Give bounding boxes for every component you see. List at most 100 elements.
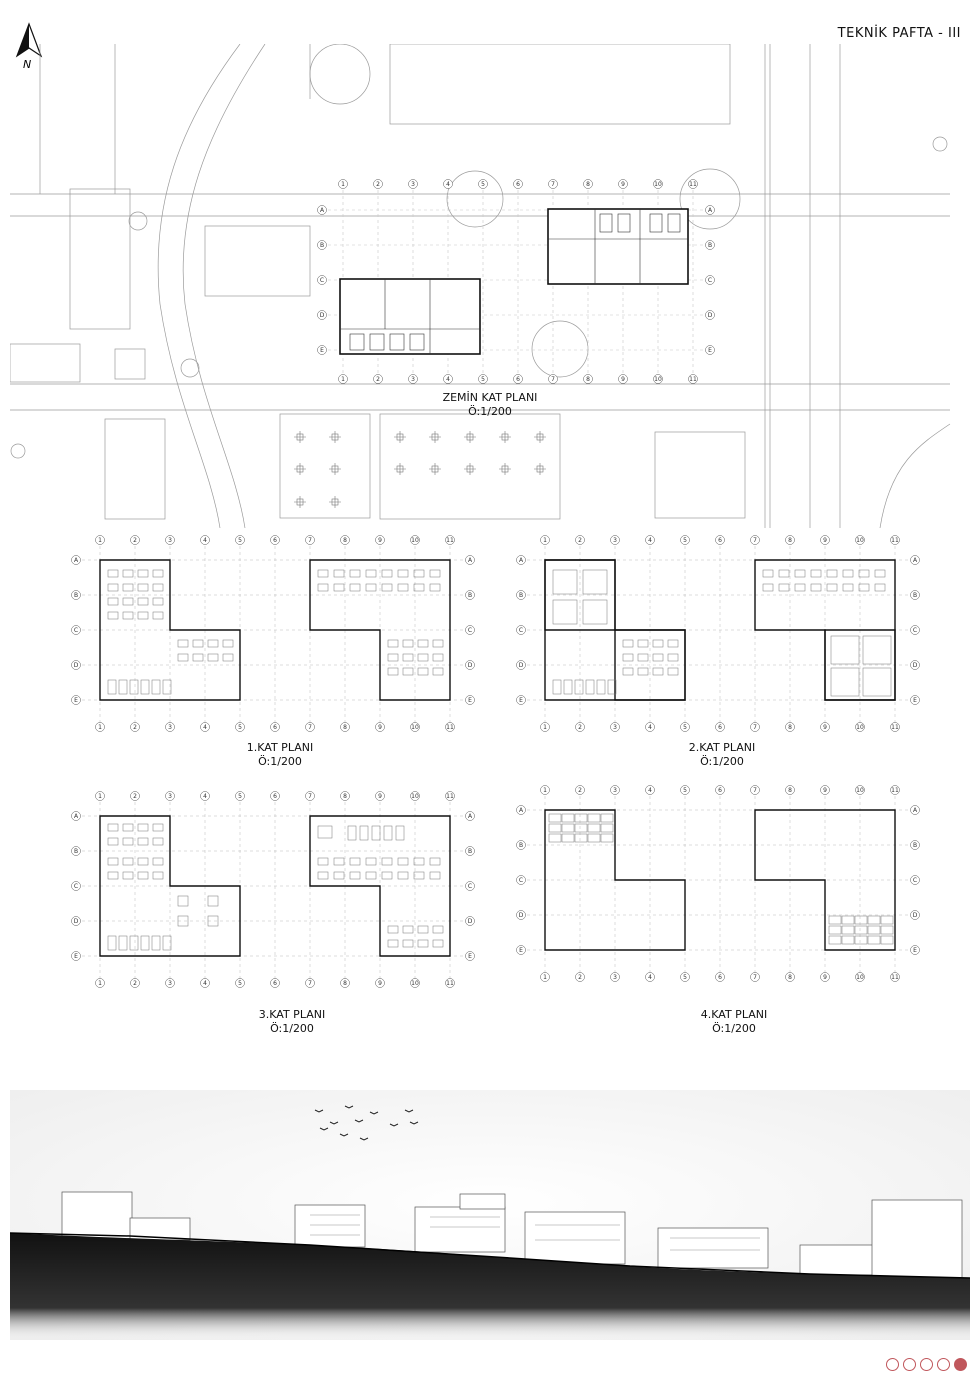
grid-label: D: [468, 918, 473, 925]
furniture: [317, 825, 333, 839]
furniture: [162, 679, 172, 695]
furniture: [118, 679, 128, 695]
grid-label: A: [519, 807, 524, 814]
grid-label: 9: [621, 376, 625, 383]
furniture: [587, 823, 601, 833]
grid-label: 2: [376, 376, 380, 383]
furniture: [637, 653, 649, 662]
grid-label: 10: [856, 537, 864, 544]
furniture: [622, 667, 634, 676]
furniture: [432, 925, 444, 934]
furniture: [402, 639, 414, 648]
furniture: [152, 837, 164, 846]
grid-label: 4: [648, 537, 652, 544]
furniture: [107, 679, 117, 695]
furniture: [552, 599, 578, 625]
furniture: [862, 667, 892, 697]
furniture: [862, 635, 892, 665]
grid-label: A: [74, 557, 79, 564]
grid-label: A: [519, 557, 524, 564]
furniture: [552, 679, 562, 695]
grid-label: A: [708, 207, 713, 214]
grid-label: 11: [891, 724, 899, 731]
furniture: [122, 583, 134, 592]
grid-label: 7: [308, 793, 312, 800]
furniture: [622, 653, 634, 662]
grid-label: 9: [621, 181, 625, 188]
furniture: [349, 583, 361, 592]
furniture: [152, 871, 164, 880]
site-section: [10, 1090, 970, 1340]
grid-label: 8: [343, 793, 347, 800]
grid-label: 2: [578, 724, 582, 731]
grid-label: E: [468, 953, 472, 960]
grid-label: 10: [654, 376, 662, 383]
furniture: [830, 635, 860, 665]
furniture: [107, 597, 119, 606]
furniture: [561, 813, 575, 823]
furniture: [810, 569, 822, 578]
furniture: [129, 935, 139, 951]
grid-label: 1: [543, 724, 547, 731]
furniture: [413, 871, 425, 880]
furniture: [854, 915, 868, 925]
grid-label: 3: [168, 793, 172, 800]
site-plan-title: ZEMİN KAT PLANI: [442, 391, 538, 404]
grid-label: 2: [133, 537, 137, 544]
grid-label: 10: [411, 724, 419, 731]
furniture: [107, 583, 119, 592]
furniture: [826, 569, 838, 578]
furniture: [129, 679, 139, 695]
grid-label: 5: [238, 980, 242, 987]
furniture: [333, 871, 345, 880]
grid-label: C: [708, 277, 712, 284]
plan-4-scale: Ö:1/200: [712, 1022, 756, 1035]
grid-label: 11: [446, 793, 454, 800]
grid-label: 10: [411, 980, 419, 987]
furniture: [574, 833, 588, 843]
grid-label: 6: [718, 537, 722, 544]
furniture: [874, 569, 886, 578]
grid-label: 4: [648, 787, 652, 794]
grid-label: B: [913, 592, 917, 599]
grid-label: B: [519, 592, 523, 599]
furniture: [387, 667, 399, 676]
furniture: [152, 857, 164, 866]
grid-label: 9: [378, 537, 382, 544]
grid-label: 6: [273, 724, 277, 731]
furniture: [107, 611, 119, 620]
grid-label: 2: [578, 537, 582, 544]
furniture: [107, 569, 119, 578]
grid-label: A: [320, 207, 325, 214]
furniture: [561, 833, 575, 843]
furniture: [137, 837, 149, 846]
grid-label: 8: [788, 787, 792, 794]
grid-label: C: [74, 883, 78, 890]
page-dot: [920, 1358, 933, 1371]
furniture: [317, 857, 329, 866]
grid-label: 11: [446, 980, 454, 987]
furniture: [413, 583, 425, 592]
grid-label: C: [74, 627, 78, 634]
furniture: [582, 569, 608, 595]
furniture: [152, 823, 164, 832]
furniture: [333, 583, 345, 592]
furniture: [561, 823, 575, 833]
grid-label: 10: [856, 724, 864, 731]
furniture: [177, 653, 189, 662]
grid-label: 8: [788, 974, 792, 981]
furniture: [151, 679, 161, 695]
furniture: [842, 583, 854, 592]
furniture: [387, 939, 399, 948]
grid-label: E: [74, 953, 78, 960]
furniture: [417, 939, 429, 948]
plan-2-title: 2.KAT PLANI: [688, 741, 756, 754]
grid-label: 5: [683, 974, 687, 981]
grid-label: 7: [753, 724, 757, 731]
furniture: [402, 653, 414, 662]
grid-label: 10: [411, 537, 419, 544]
furniture: [177, 895, 189, 907]
grid-label: D: [519, 912, 524, 919]
furniture: [107, 871, 119, 880]
furniture: [402, 667, 414, 676]
